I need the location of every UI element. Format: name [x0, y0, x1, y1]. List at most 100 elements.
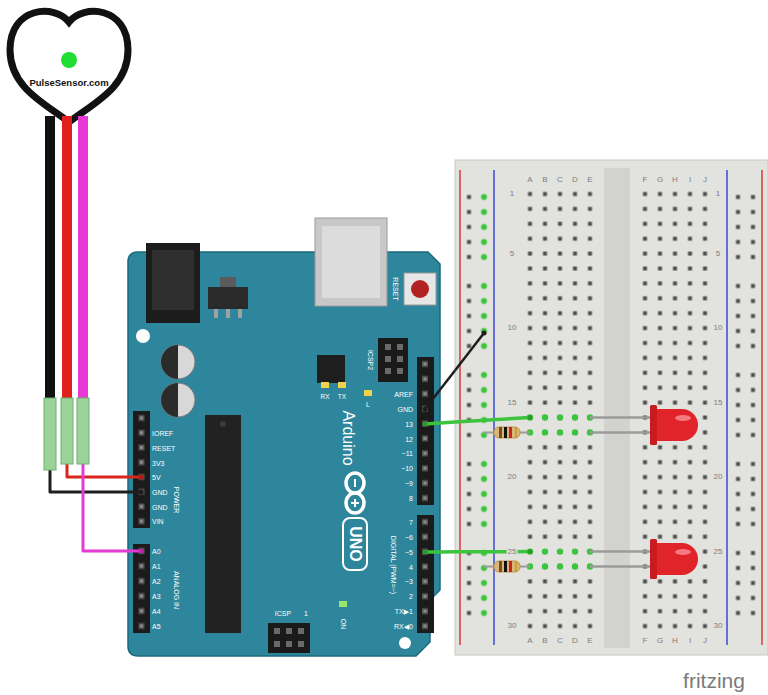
breadboard-body	[604, 168, 630, 648]
pin-header	[133, 357, 434, 633]
capacitor	[161, 345, 195, 379]
sensor-cable	[78, 116, 88, 400]
connected-holes	[572, 548, 578, 554]
led-symbol	[675, 549, 691, 555]
icsp-header	[397, 356, 403, 362]
wire-end	[128, 390, 440, 555]
connected-holes	[557, 548, 563, 554]
led-symbol	[650, 405, 657, 445]
wire	[83, 128, 128, 551]
breadboard: ABCDEFGHIJ115510101515202025253030ABCDEF…	[455, 160, 768, 655]
microcontroller-chip	[205, 415, 241, 633]
capacitor	[161, 383, 195, 417]
resistor-symbol	[494, 561, 520, 572]
wire-end	[423, 550, 428, 555]
icsp-header	[286, 641, 292, 647]
connected-holes	[572, 414, 578, 420]
column-letter: G	[656, 176, 664, 184]
arduino-logo	[354, 479, 356, 487]
connected-holes	[527, 414, 533, 420]
capacitor	[161, 345, 178, 379]
led-label: L	[366, 401, 370, 408]
icsp-header	[397, 368, 403, 374]
header-label: ANALOG IN	[173, 571, 180, 609]
column-letter: B	[541, 176, 548, 184]
voltage-regulator	[220, 277, 236, 287]
pin-label: GND	[397, 406, 413, 413]
cable-connector	[61, 398, 73, 464]
column-letter: E	[586, 637, 593, 645]
icsp-header	[385, 368, 391, 374]
column-letter: H	[671, 176, 679, 184]
icsp-header	[274, 641, 280, 647]
column-letter: A	[526, 637, 533, 645]
wire	[440, 370, 455, 389]
resistor-symbol	[499, 427, 502, 438]
wire-end	[455, 331, 533, 555]
row-number: 1	[715, 190, 721, 198]
breadboard-drawing	[455, 160, 768, 655]
icsp-header	[268, 623, 310, 653]
pin-label: 12	[405, 436, 413, 443]
row-number: 20	[507, 473, 518, 481]
pin-header	[417, 515, 434, 633]
breadboard-holes	[462, 190, 477, 635]
connected-holes	[572, 429, 578, 435]
pin-label: 13	[405, 421, 413, 428]
pin-label: GND	[152, 489, 168, 496]
pin-label: ~6	[405, 534, 413, 541]
wire	[440, 422, 455, 423]
microcontroller-chip	[220, 421, 226, 427]
pin-number: 1	[304, 610, 308, 617]
resistor-symbol	[509, 561, 512, 572]
led-label: RX	[320, 394, 329, 401]
reset-button	[404, 273, 436, 305]
pin-label: 8	[409, 495, 413, 502]
led-symbol	[590, 405, 698, 579]
pin-label: 5V	[152, 474, 161, 481]
row-number: 10	[713, 324, 724, 332]
pin-label: 2	[409, 593, 413, 600]
row-number: 20	[713, 473, 724, 481]
resistor-symbol	[494, 427, 520, 438]
led-symbol	[675, 415, 691, 421]
connected-holes	[527, 548, 533, 554]
pin-label: 7	[409, 519, 413, 526]
row-number: 1	[509, 190, 515, 198]
voltage-regulator	[238, 309, 242, 318]
icsp-header	[298, 641, 304, 647]
reset-button	[411, 280, 429, 298]
breadboard-body	[726, 170, 728, 645]
wire-end	[482, 331, 487, 336]
column-letter: E	[586, 176, 593, 184]
pin-label: IOREF	[152, 430, 173, 437]
wire-end	[425, 390, 440, 409]
breadboard-holes	[523, 187, 598, 634]
sensor-cable	[45, 116, 88, 400]
pin-header	[133, 411, 150, 528]
pin-header	[133, 411, 150, 528]
sensor-cable	[45, 116, 55, 400]
row-number: 5	[715, 250, 721, 258]
column-letter: J	[702, 176, 708, 184]
pin-label: A3	[152, 593, 161, 600]
pin-label: A4	[152, 608, 161, 615]
column-letter: H	[671, 637, 679, 645]
pin-label: TX▶1	[395, 608, 413, 615]
sensor-cable	[62, 116, 72, 400]
row-number: 30	[507, 622, 518, 630]
resistor-symbol	[504, 427, 507, 438]
pin-label: GND	[152, 504, 168, 511]
arduino-logo	[351, 502, 359, 504]
power-jack	[146, 243, 200, 323]
usb-connector	[322, 226, 380, 298]
usb-connector	[315, 218, 387, 306]
microcontroller-chip	[205, 415, 241, 633]
pin-label: RESET	[152, 445, 175, 452]
row-number: 15	[507, 399, 518, 407]
connected-holes	[557, 429, 563, 435]
wire-end	[139, 490, 144, 495]
pin-label: A5	[152, 623, 161, 630]
icsp-header	[268, 623, 310, 653]
